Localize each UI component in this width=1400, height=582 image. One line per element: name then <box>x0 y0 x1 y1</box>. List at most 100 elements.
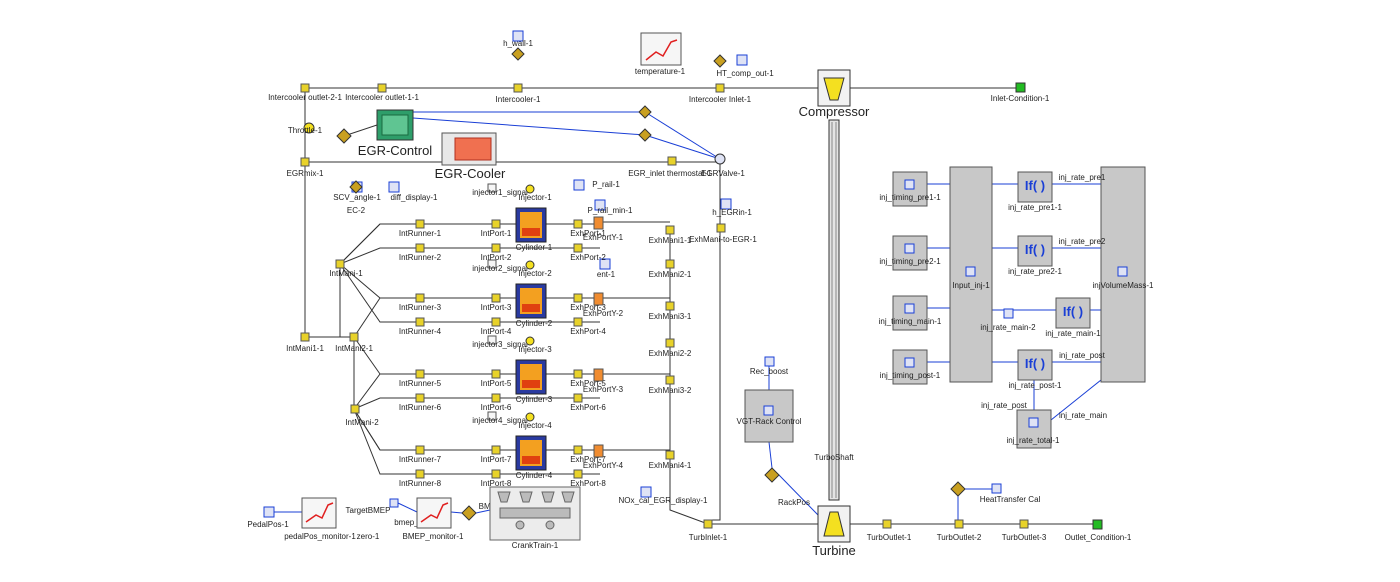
egr-mix[interactable]: EGRmix-1 <box>287 157 324 178</box>
cylinder[interactable]: Cylinder-2 <box>515 283 553 328</box>
throttle[interactable]: Throttle-1 <box>288 122 323 135</box>
intake-port[interactable] <box>491 243 501 253</box>
intake-port[interactable] <box>491 393 501 403</box>
h-egrin-block[interactable]: h_EGRin-1 <box>712 198 752 217</box>
cylinder[interactable]: Cylinder-3 <box>515 359 553 404</box>
input-inj[interactable]: Input_inj-1 <box>949 166 993 383</box>
compressor[interactable]: Compressor <box>799 69 870 119</box>
exhaust-port[interactable] <box>573 469 583 479</box>
zero-block[interactable]: zero-1 <box>357 532 380 541</box>
heat-transfer-cal[interactable]: HeatTransfer Cal <box>950 481 1041 504</box>
int-mani-2[interactable]: IntMani-2 <box>345 404 379 427</box>
exhaust-port[interactable] <box>573 219 583 229</box>
intake-port[interactable] <box>491 369 501 379</box>
intake-runner[interactable] <box>415 445 425 455</box>
egr-control[interactable]: EGR-Control <box>358 109 433 158</box>
p-rail-min-block[interactable]: P_rail_min-1 <box>588 199 633 215</box>
intercooler[interactable]: Intercooler-1 <box>496 83 541 104</box>
int-mani-1[interactable]: IntMani-1 <box>329 259 363 278</box>
intake-runner[interactable] <box>415 469 425 479</box>
nox-cal-block[interactable]: NOx_cal_EGR_display-1 <box>619 486 708 505</box>
cylinder[interactable]: Cylinder-1 <box>515 207 553 252</box>
vgt-rack-control[interactable]: VGT-Rack Control <box>737 389 802 443</box>
if-block[interactable]: If( )inj_rate_pre1-1 <box>1008 171 1062 212</box>
if-block[interactable]: If( )inj_rate_main-1 <box>1045 297 1101 338</box>
exhaust-manifold[interactable] <box>665 301 675 311</box>
exhaust-port-y[interactable]: ExhPortY-4 <box>583 444 624 470</box>
exhaust-port-y[interactable]: ExhPortY-3 <box>583 368 624 394</box>
exhaust-manifold[interactable] <box>665 259 675 269</box>
ec-block[interactable]: EC-2 <box>347 180 366 215</box>
intake-port[interactable] <box>491 445 501 455</box>
intake-port[interactable] <box>491 219 501 229</box>
cylinder[interactable]: Cylinder-4 <box>515 435 553 480</box>
exhaust-port[interactable] <box>573 445 583 455</box>
h-wall-block[interactable]: h_wall-1 <box>503 30 533 61</box>
intake-runner[interactable] <box>415 243 425 253</box>
exhaust-port[interactable] <box>573 243 583 253</box>
turb-outlet-3[interactable]: TurbOutlet-3 <box>1002 519 1047 542</box>
diff-display-block[interactable]: diff_display-1 <box>388 181 438 202</box>
if-block[interactable]: If( )inj_rate_pre2-1 <box>1008 235 1062 276</box>
egr-cooler[interactable]: EGR-Cooler <box>435 132 506 181</box>
turbo-shaft[interactable]: TurboShaft <box>814 119 854 501</box>
exhaust-manifold[interactable] <box>665 225 675 235</box>
inj-timing-block[interactable]: inj_timing_pre1-1 <box>879 171 941 207</box>
bmep-monitor[interactable]: BMEP_monitor-1 <box>403 497 464 541</box>
vgt-rack-diamond[interactable]: RackPos <box>764 467 810 507</box>
inj-rate-main-2[interactable]: inj_rate_main-2 <box>980 308 1036 332</box>
intercooler-outlet-2[interactable]: Intercooler outlet-2-1 <box>268 83 342 102</box>
exhaust-manifold[interactable] <box>665 450 675 460</box>
temperature-monitor[interactable]: temperature-1 <box>635 32 686 76</box>
intake-runner[interactable] <box>415 219 425 229</box>
inlet-condition[interactable]: Inlet-Condition-1 <box>991 82 1050 103</box>
exhaust-manifold[interactable] <box>665 375 675 385</box>
inj-volume-mass[interactable]: injVolumeMass-1 <box>1093 166 1154 383</box>
int-mani1-1[interactable]: IntMani1-1 <box>286 332 324 353</box>
exhmani-to-egr[interactable]: ExhMani-to-EGR-1 <box>689 223 757 244</box>
bmep-filter[interactable]: bmep_filter <box>389 498 434 527</box>
pedal-pos[interactable]: PedalPos-1 <box>247 506 289 529</box>
inj-timing-block[interactable]: inj_timing_pre2-1 <box>879 235 941 271</box>
ent-block[interactable]: ent-1 <box>597 258 616 279</box>
intake-runner[interactable] <box>415 293 425 303</box>
intake-runner[interactable] <box>415 393 425 403</box>
turbine[interactable]: Turbine <box>812 505 856 558</box>
turb-outlet-1[interactable]: TurbOutlet-1 <box>867 519 912 542</box>
if-block[interactable]: If( )inj_rate_post-1 <box>1009 349 1062 390</box>
intake-runner[interactable] <box>415 369 425 379</box>
outlet-condition[interactable]: Outlet_Condition-1 <box>1065 519 1132 542</box>
egr-valve[interactable]: EGRValve-1 <box>701 169 745 178</box>
intake-runner[interactable] <box>415 317 425 327</box>
crank-train[interactable]: CrankTrain-1 <box>489 486 581 550</box>
exhaust-port[interactable] <box>573 369 583 379</box>
intercooler-outlet-1[interactable]: Intercooler outlet-1-1 <box>345 83 419 102</box>
intake-port[interactable] <box>491 469 501 479</box>
intercooler-inlet[interactable]: Intercooler Inlet-1 <box>689 83 752 104</box>
exhaust-port[interactable] <box>573 317 583 327</box>
inj-rate-total[interactable]: inj_rate_total-1 inj_rate_post inj_rate_… <box>981 401 1107 449</box>
ht-comp-out-block[interactable]: HT_comp_out-1 <box>713 54 774 78</box>
pedal-pos-monitor[interactable]: pedalPos_monitor-1 <box>284 497 356 541</box>
exhaust-manifold[interactable] <box>665 338 675 348</box>
inj-timing-block[interactable]: inj_timing_main-1 <box>879 295 942 331</box>
egr-control-valve[interactable] <box>336 128 352 144</box>
turb-outlet-2[interactable]: TurbOutlet-2 <box>937 519 982 542</box>
turb-inlet[interactable]: TurbInlet-1 <box>689 519 728 542</box>
intake-port[interactable] <box>491 293 501 303</box>
rec-boost-block[interactable]: Rec_boost <box>750 356 789 376</box>
exhaust-port[interactable] <box>573 393 583 403</box>
target-bmep[interactable]: TargetBMEP <box>346 506 391 515</box>
inj-timing-block[interactable]: inj_timing_post-1 <box>880 349 941 385</box>
p-rail-block[interactable]: P_rail-1 <box>573 179 620 191</box>
exhaust-port-y[interactable]: ExhPortY-1 <box>583 216 624 242</box>
exhaust-port[interactable] <box>573 293 583 303</box>
intake-port[interactable] <box>491 317 501 327</box>
egr-inlet-thermostat[interactable]: EGR_inlet thermostat-1 <box>628 156 712 178</box>
int-mani2-1[interactable]: IntMani2-1 <box>335 332 373 353</box>
exhaust-port-y[interactable]: ExhPortY-2 <box>583 292 624 318</box>
